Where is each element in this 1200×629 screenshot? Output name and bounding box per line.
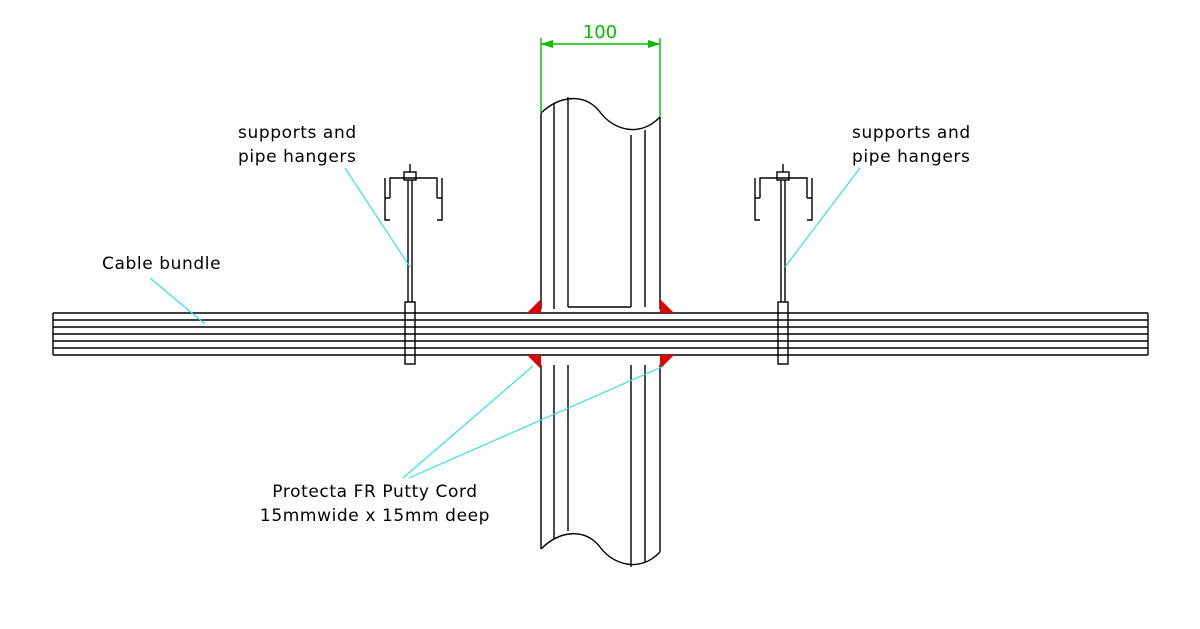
wall-section: [540, 97, 661, 567]
support-left-label-line1: supports and: [238, 123, 357, 143]
support-right-label-line1: supports and: [852, 123, 971, 143]
dimension-100: 100: [540, 22, 661, 117]
hanger-right-bracket: [755, 177, 812, 199]
hanger-right-channel: [754, 178, 813, 221]
dimension-value: 100: [583, 22, 617, 43]
sealant-bottom-right: [660, 355, 674, 369]
support-right-label-line2: pipe hangers: [852, 147, 970, 167]
pipe-hanger-icon: [754, 164, 813, 365]
sealant-label-line1: Protecta FR Putty Cord: [272, 482, 477, 502]
leader-support-left: [344, 167, 411, 268]
sealant-top-left: [527, 299, 541, 313]
hanger-right-nut: [776, 171, 790, 181]
wall-top-break: [540, 97, 661, 131]
cable-label: Cable bundle: [102, 254, 221, 274]
hanger-left-channel: [384, 178, 443, 221]
sealant-putty: [527, 299, 674, 369]
sealant-top-right: [660, 299, 674, 313]
leader-lines: [149, 167, 861, 479]
hanger-right-clamp: [777, 301, 789, 365]
leader-sealant-right: [408, 365, 665, 479]
leader-sealant-left: [402, 365, 534, 479]
hanger-left-nut: [403, 171, 417, 181]
wall-bottom-break: [540, 533, 661, 566]
hanger-left-clamp: [404, 301, 416, 365]
sealant-bottom-left: [527, 355, 541, 369]
dimension-arrow-left: [541, 40, 553, 48]
hanger-left-bracket: [385, 177, 442, 199]
labels: supports and pipe hangers supports and p…: [102, 123, 971, 526]
pipe-hanger-icon: [384, 164, 443, 365]
sealant-label-line2: 15mmwide x 15mm deep: [260, 506, 490, 526]
leader-cable: [149, 277, 206, 325]
cable-bundle: [52, 312, 1149, 356]
leader-support-right: [784, 167, 861, 268]
support-left-label-line2: pipe hangers: [238, 147, 356, 167]
dimension-arrow-right: [648, 40, 660, 48]
